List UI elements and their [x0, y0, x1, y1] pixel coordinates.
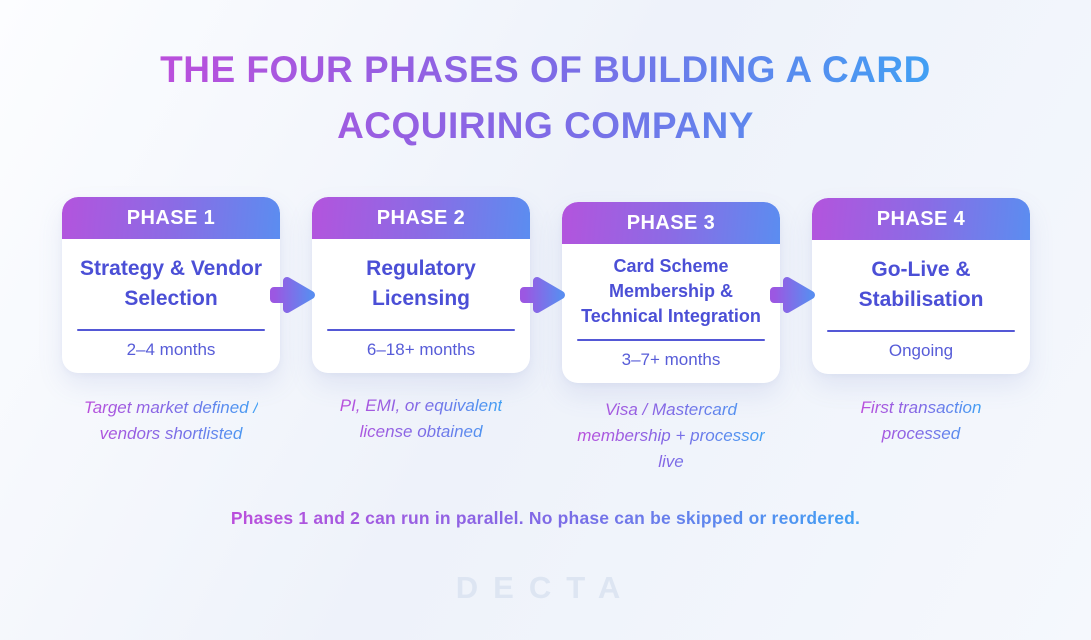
decta-logo: DECTA — [455, 570, 636, 605]
phase-3-title-line: Technical Integration — [581, 306, 761, 326]
phase-1-duration: 2–4 months — [126, 340, 216, 359]
caption-line: live — [658, 452, 684, 471]
page-title-line-1: THE FOUR PHASES OF BUILDING A CARD — [160, 49, 931, 90]
phase-3-title-line: Membership & — [608, 281, 733, 301]
phase-4-card: PHASE 4 Go-Live & Stabilisation Ongoing — [812, 198, 1030, 374]
phase-2-title-line: Licensing — [371, 287, 471, 310]
phase-3-caption-text: Visa / Mastercard membership + processor… — [577, 397, 765, 475]
phase-2-card: PHASE 2 Regulatory Licensing 6–18+ month… — [312, 197, 530, 373]
phase-2-badge: PHASE 2 — [312, 197, 530, 239]
caption-line: vendors shortlisted — [99, 424, 243, 443]
phase-3-body: Card Scheme Membership & Technical Integ… — [562, 244, 780, 383]
phase-3-card: PHASE 3 Card Scheme Membership & Technic… — [562, 202, 780, 383]
phase-1-title: Strategy & Vendor Selection — [80, 239, 262, 329]
phase-2-caption: PI, EMI, or equivalent license obtained — [291, 393, 551, 445]
phase-4-title: Go-Live & Stabilisation — [859, 240, 984, 330]
parallel-note-container: Phases 1 and 2 can run in parallel. No p… — [0, 508, 1091, 529]
phase-4-title-line: Go-Live & — [871, 258, 971, 281]
phase-1-card: PHASE 1 Strategy & Vendor Selection 2–4 … — [62, 197, 280, 373]
right-arrow-icon — [270, 277, 315, 313]
phase-2-title-line: Regulatory — [366, 257, 476, 280]
phase-4-caption-text: First transaction processed — [861, 395, 982, 447]
phase-1-badge: PHASE 1 — [62, 197, 280, 239]
phase-1-body: Strategy & Vendor Selection 2–4 months — [62, 239, 280, 373]
phase-4-duration: Ongoing — [888, 341, 954, 360]
phase-1-divider — [77, 329, 265, 331]
phase-2-title: Regulatory Licensing — [366, 239, 476, 329]
parallel-note: Phases 1 and 2 can run in parallel. No p… — [230, 508, 861, 528]
phase-2-caption-text: PI, EMI, or equivalent license obtained — [340, 393, 503, 445]
phase-4-title-line: Stabilisation — [858, 288, 984, 311]
phase-4-divider — [827, 330, 1015, 332]
phase-2-divider — [327, 329, 515, 331]
phase-4-badge: PHASE 4 — [812, 198, 1030, 240]
phase-3-badge: PHASE 3 — [562, 202, 780, 244]
caption-line: PI, EMI, or equivalent — [339, 396, 503, 415]
phase-4-body: Go-Live & Stabilisation Ongoing — [812, 240, 1030, 374]
phase-4-caption: First transaction processed — [791, 395, 1051, 447]
right-arrow-icon — [520, 277, 565, 313]
right-arrow-icon — [770, 277, 815, 313]
phase-3-title: Card Scheme Membership & Technical Integ… — [581, 244, 761, 339]
caption-line: First transaction — [860, 398, 982, 417]
caption-line: processed — [881, 424, 961, 443]
phase-2-duration: 6–18+ months — [366, 340, 476, 359]
phase-1-caption: Target market defined / vendors shortlis… — [41, 395, 301, 447]
caption-line: Target market defined / — [83, 398, 259, 417]
phase-3-duration: 3–7+ months — [621, 350, 721, 369]
phase-3-divider — [577, 339, 765, 341]
phase-1-title-line: Selection — [124, 287, 218, 310]
caption-line: membership + processor — [577, 426, 765, 445]
page-title-container: THE FOUR PHASES OF BUILDING A CARD ACQUI… — [0, 42, 1091, 154]
caption-line: Visa / Mastercard — [605, 400, 737, 419]
page-title-line-2: ACQUIRING COMPANY — [337, 105, 754, 146]
phase-3-caption: Visa / Mastercard membership + processor… — [541, 397, 801, 475]
page-title: THE FOUR PHASES OF BUILDING A CARD ACQUI… — [160, 42, 931, 154]
phase-1-title-line: Strategy & Vendor — [79, 257, 263, 280]
phase-2-body: Regulatory Licensing 6–18+ months — [312, 239, 530, 373]
caption-line: license obtained — [359, 422, 483, 441]
phase-1-caption-text: Target market defined / vendors shortlis… — [84, 395, 258, 447]
phase-3-title-line: Card Scheme — [613, 256, 729, 276]
